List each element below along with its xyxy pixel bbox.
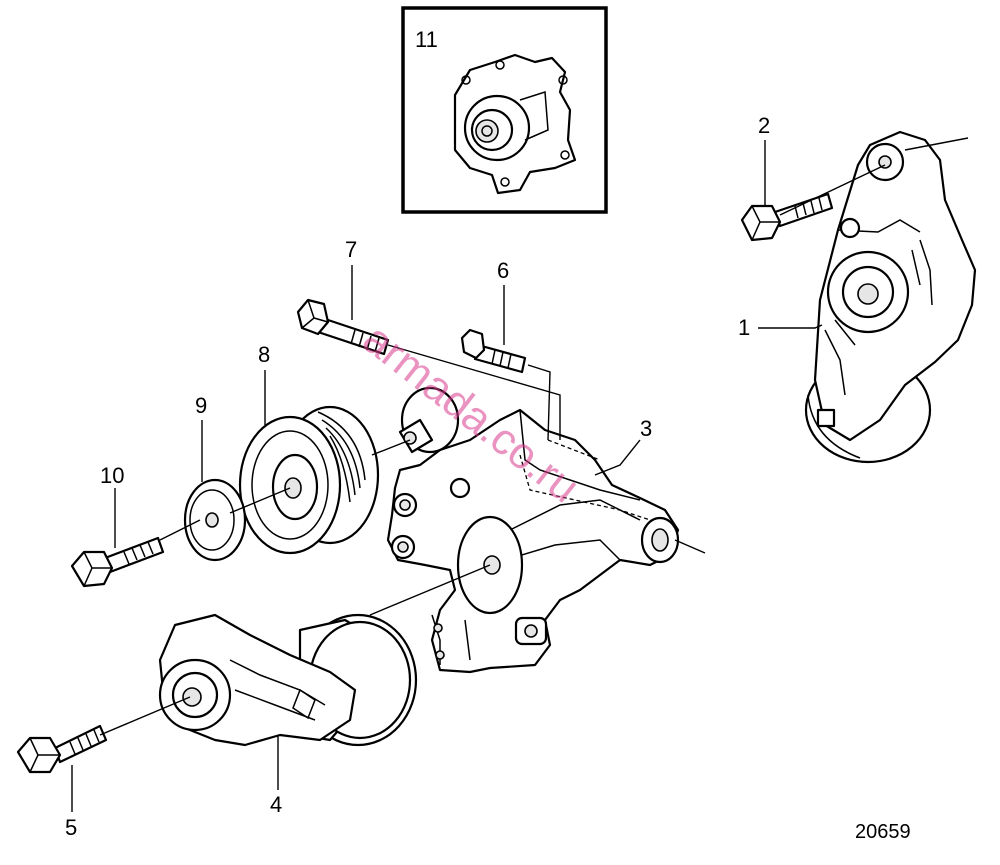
reference-number: 20659 <box>855 821 911 843</box>
callout-6: 6 <box>497 258 509 283</box>
part-9-washer <box>183 478 247 562</box>
inset-part-11 <box>401 6 608 214</box>
part-7-bolt <box>296 298 390 356</box>
callout-9: 9 <box>195 393 207 418</box>
assembly-lines <box>99 137 969 736</box>
callout-5: 5 <box>65 815 77 840</box>
part-10-bolt <box>70 536 165 588</box>
part-4-tensioner <box>158 613 418 747</box>
callout-10: 10 <box>100 463 124 488</box>
part-5-bolt <box>16 724 108 774</box>
part-8-pulley <box>238 405 380 555</box>
callout-7: 7 <box>345 237 357 262</box>
part-3-bracket <box>386 386 680 674</box>
callout-2: 2 <box>758 113 770 138</box>
callout-1: 1 <box>738 315 750 340</box>
callout-leaders <box>71 140 823 812</box>
part-2-bolt <box>740 192 834 242</box>
callout-8: 8 <box>258 342 270 367</box>
part-1-tensioner <box>804 130 977 464</box>
part-6-bolt <box>460 328 527 374</box>
callout-4: 4 <box>270 792 282 817</box>
callout-3: 3 <box>640 416 652 441</box>
callout-11: 11 <box>415 27 438 52</box>
